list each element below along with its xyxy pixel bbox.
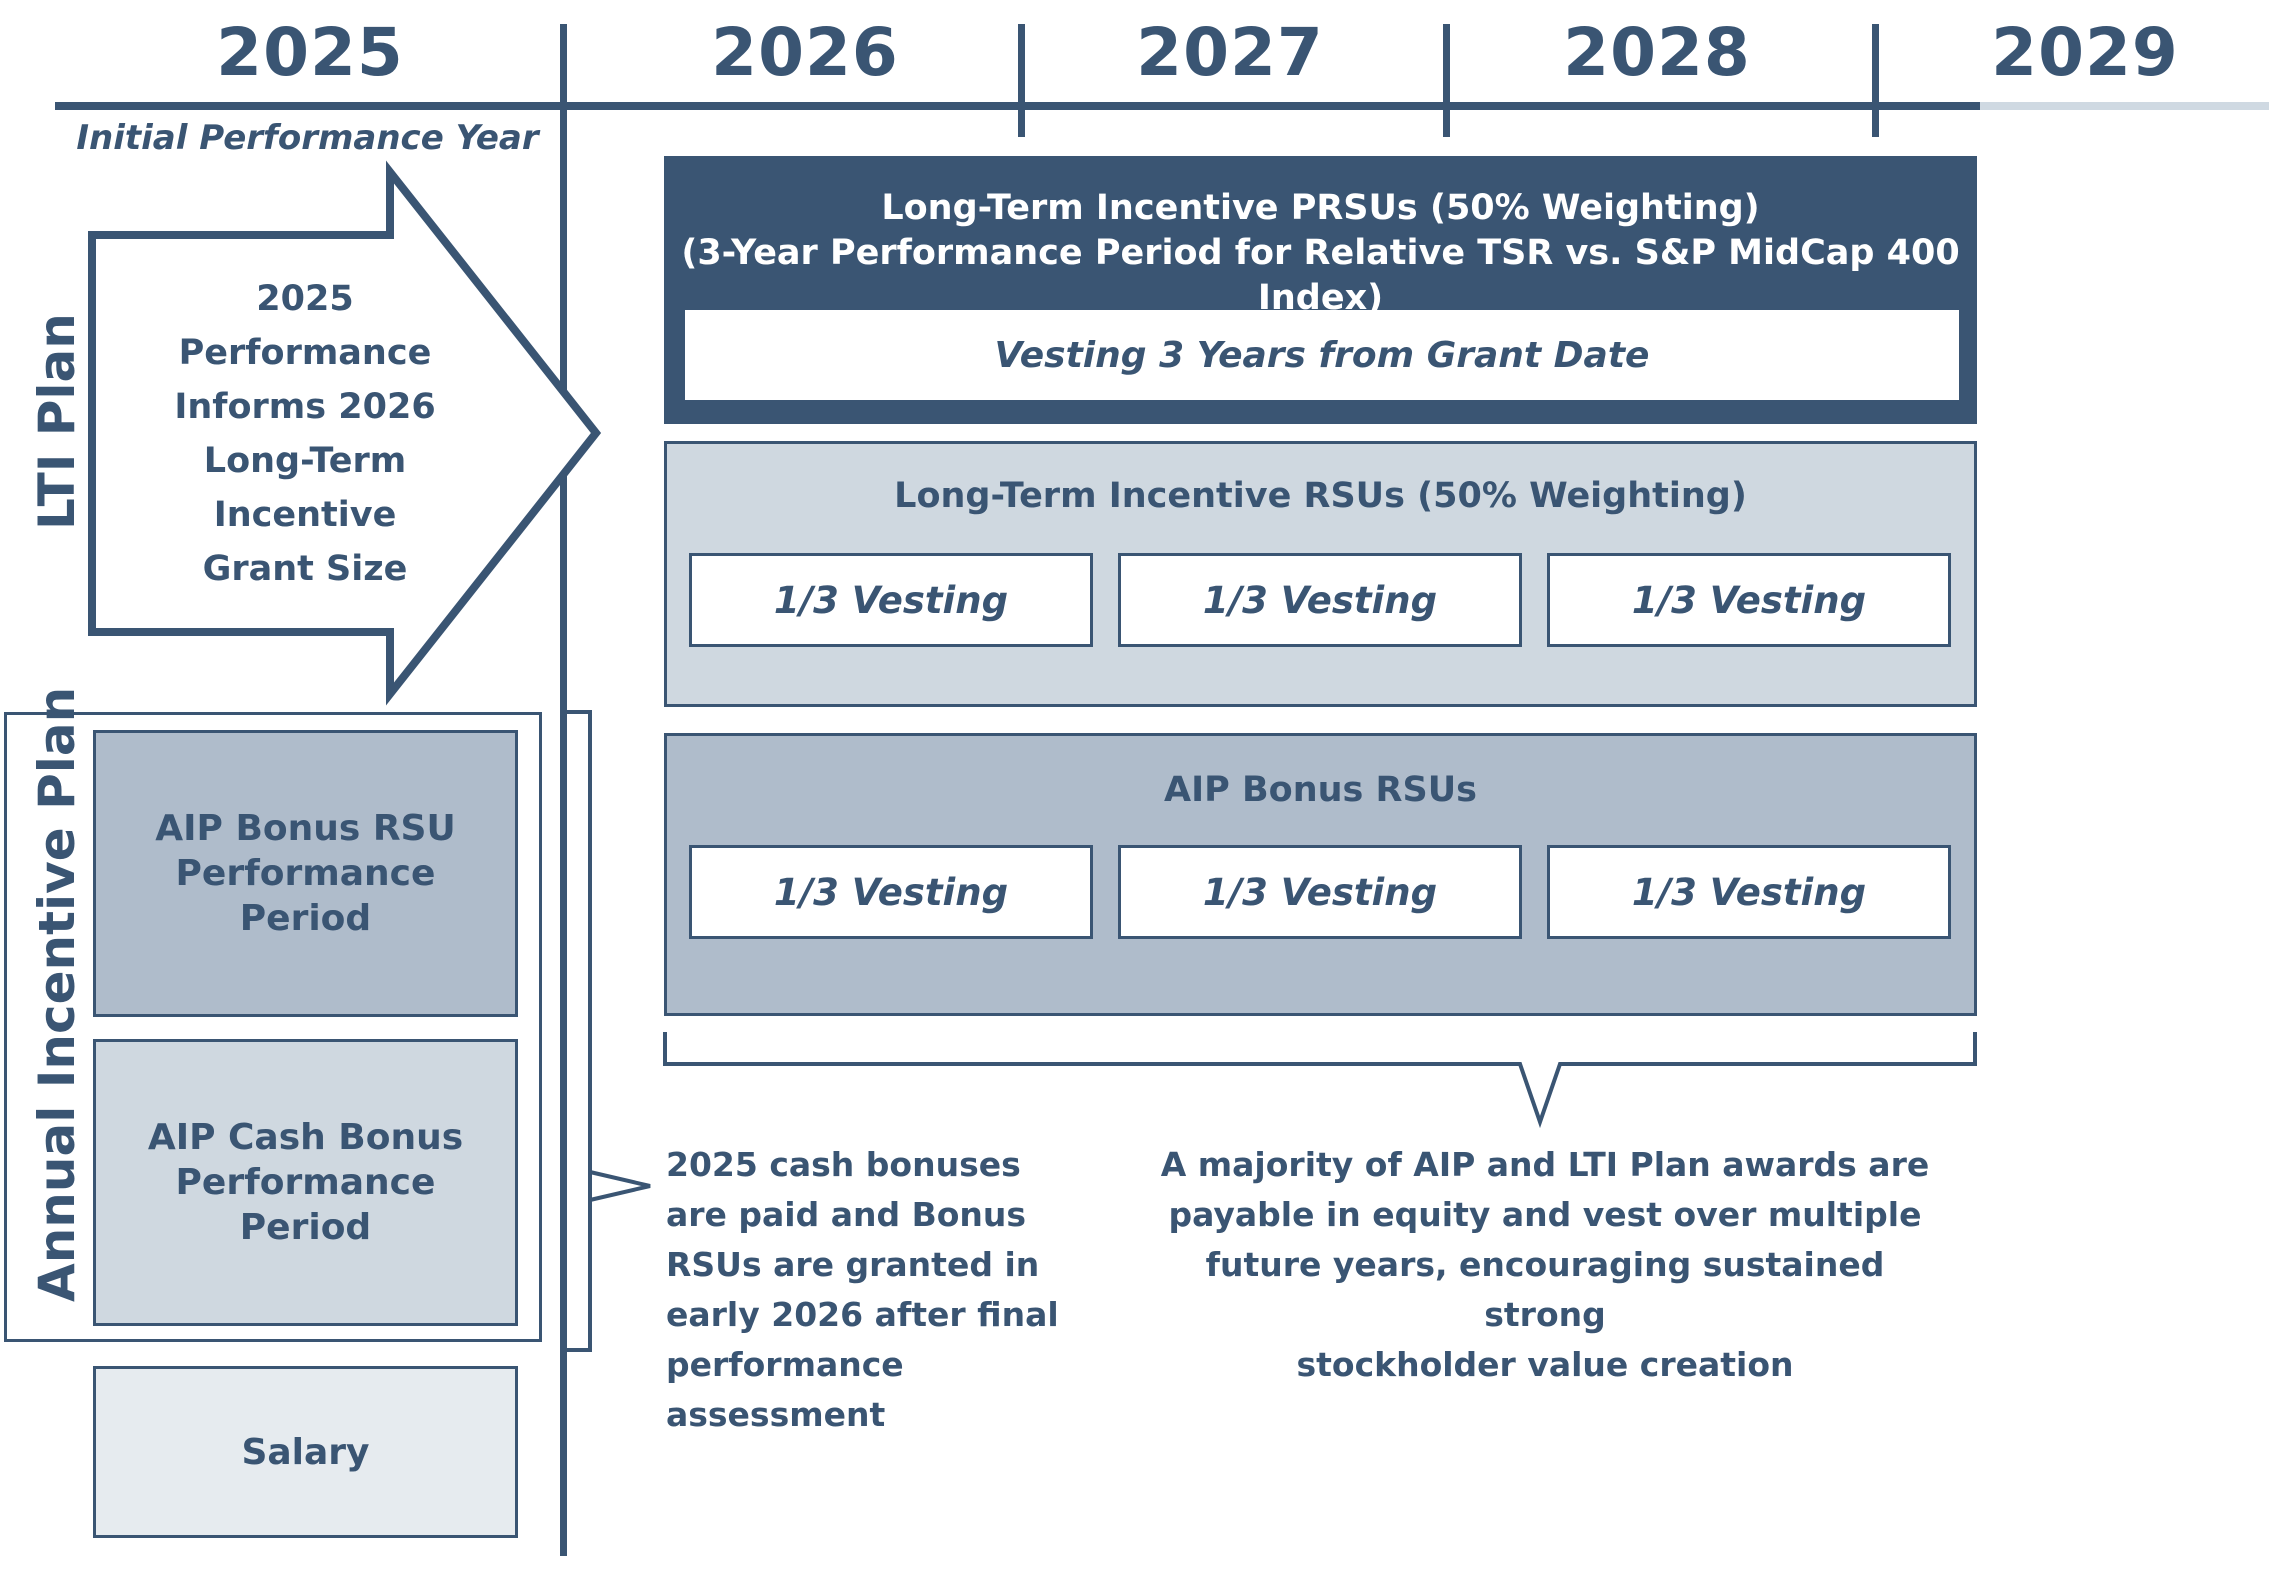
arrow-text: 2025 Performance Informs 2026 Long-Term … — [174, 279, 436, 589]
cash-bonus-note: 2025 cash bonuses are paid and Bonus RSU… — [666, 1145, 1059, 1434]
prsu-title: Long-Term Incentive PRSUs (50% Weighting… — [681, 188, 1960, 318]
year-2027: 2027 — [1136, 14, 1324, 91]
majority-awards-note: A majority of AIP and LTI Plan awards ar… — [1160, 1145, 1930, 1384]
prsu-block: Long-Term Incentive PRSUs (50% Weighting… — [664, 156, 1977, 424]
timeline-axis-fade — [1980, 102, 2269, 110]
salary-box: Salary — [93, 1366, 518, 1538]
year-2028: 2028 — [1563, 14, 1751, 91]
aip-bonus-rsu-performance-period: AIP Bonus RSU Performance Period — [93, 730, 518, 1017]
timeline-tick-2027 — [1018, 24, 1025, 137]
aip-rsu-vesting-1: 1/3 Vesting — [689, 845, 1093, 939]
aip-rsu-vesting-2: 1/3 Vesting — [1118, 845, 1522, 939]
year-2029: 2029 — [1991, 14, 2179, 91]
year-2025: 2025 — [216, 14, 404, 91]
rsu-title: Long-Term Incentive RSUs (50% Weighting) — [894, 476, 1747, 516]
aip-cash-bonus-performance-period: AIP Cash Bonus Performance Period — [93, 1039, 518, 1326]
rsu-vesting-3: 1/3 Vesting — [1547, 553, 1951, 647]
timeline-axis — [55, 102, 1980, 110]
aip-bonus-rsus-title: AIP Bonus RSUs — [1164, 770, 1477, 810]
timeline-tick-2029 — [1872, 24, 1879, 137]
rsu-vesting-1: 1/3 Vesting — [689, 553, 1093, 647]
prsu-vesting-box: Vesting 3 Years from Grant Date — [685, 310, 1959, 400]
aip-rsu-vesting-3: 1/3 Vesting — [1547, 845, 1951, 939]
initial-performance-year-label: Initial Performance Year — [76, 118, 539, 158]
timeline-tick-2028 — [1443, 24, 1450, 137]
annual-incentive-group — [4, 712, 542, 1342]
rsu-vesting-2: 1/3 Vesting — [1118, 553, 1522, 647]
year-2026: 2026 — [711, 14, 899, 91]
timeline-divider-2025 — [560, 24, 567, 1556]
